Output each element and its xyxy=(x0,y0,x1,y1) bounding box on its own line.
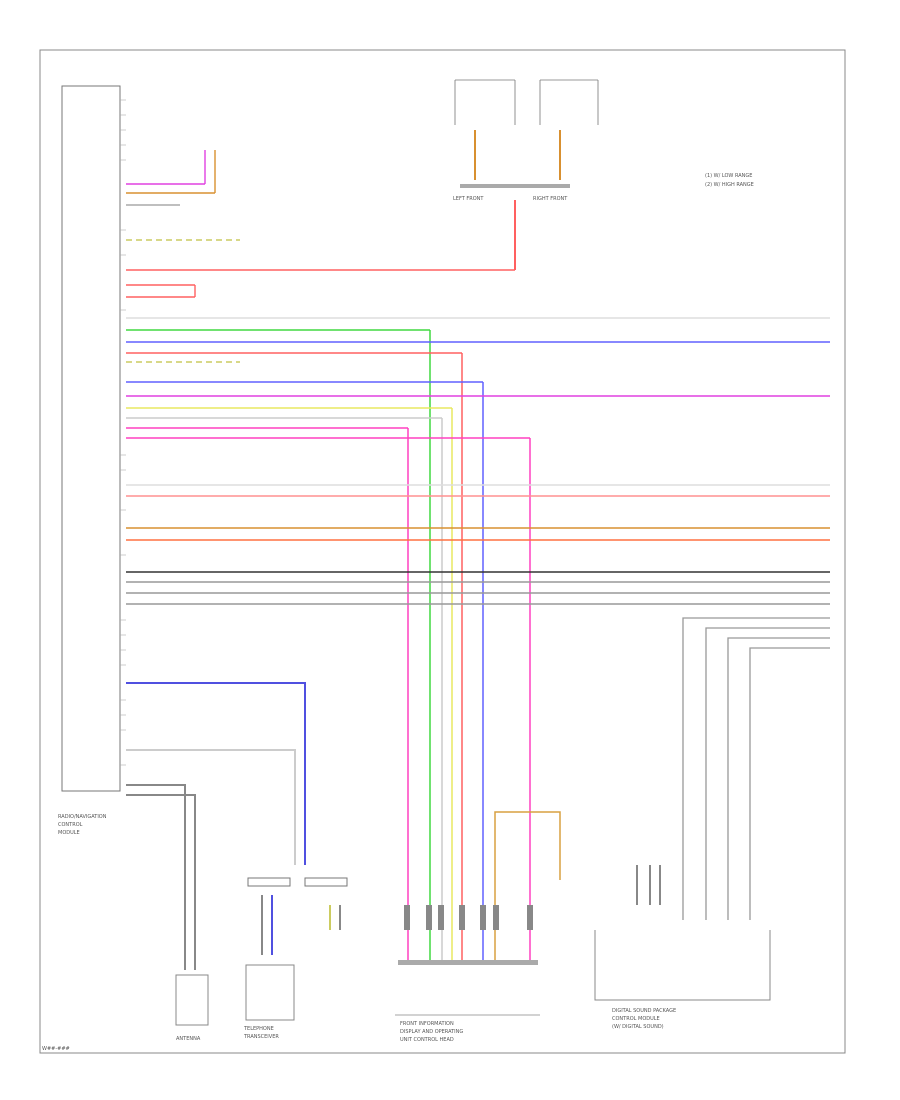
telephone-box xyxy=(245,964,295,1021)
left-front-fuse-bar xyxy=(460,184,570,188)
main-module-label-2: CONTROL xyxy=(58,822,83,828)
diagram-code: W##-### xyxy=(42,1046,70,1052)
display-pin-markers xyxy=(404,905,533,930)
telephone-label-1: TELEPHONE xyxy=(243,1026,274,1032)
antenna-label: ANTENNA xyxy=(176,1036,201,1042)
diagram-frame xyxy=(39,49,846,1054)
main-module-pins xyxy=(120,99,126,766)
legend-item-2: (2) W/ HIGH RANGE xyxy=(705,182,754,188)
upper-short-wires xyxy=(126,150,515,298)
legend-item-1: (1) W/ LOW RANGE xyxy=(705,173,752,179)
amplifier-side-stubs xyxy=(636,865,661,905)
display-label-3: UNIT CONTROL HEAD xyxy=(400,1037,454,1043)
main-module-box xyxy=(61,85,121,792)
main-module-label-1: RADIO/NAVIGATION xyxy=(58,814,107,820)
display-label-2: DISPLAY AND OPERATING xyxy=(400,1029,463,1035)
amplifier-label-2: CONTROL MODULE xyxy=(612,1016,660,1022)
telephone-connector xyxy=(247,877,348,887)
fuse-drops xyxy=(474,130,561,270)
display-label-1: FRONT INFORMATION xyxy=(400,1021,454,1027)
display-connector-bar xyxy=(398,960,538,965)
telephone-stubs xyxy=(261,895,341,955)
telephone-wires xyxy=(126,682,306,970)
amplifier-label-3: (W/ DIGITAL SOUND) xyxy=(612,1024,664,1030)
brown-loop-wire xyxy=(494,811,561,960)
top-connector-right xyxy=(539,79,599,125)
long-wires xyxy=(126,317,830,960)
top-connector-left xyxy=(454,79,516,125)
main-module-label-3: MODULE xyxy=(58,830,80,836)
telephone-label-2: TRANSCEIVER xyxy=(243,1034,279,1040)
junction-right-label: RIGHT FRONT xyxy=(533,196,568,202)
amplifier-label-1: DIGITAL SOUND PACKAGE xyxy=(612,1008,676,1014)
junction-left-label: LEFT FRONT xyxy=(453,196,484,202)
amplifier-drops xyxy=(682,617,830,920)
amplifier-outline xyxy=(594,930,771,1001)
antenna-box xyxy=(175,974,209,1026)
